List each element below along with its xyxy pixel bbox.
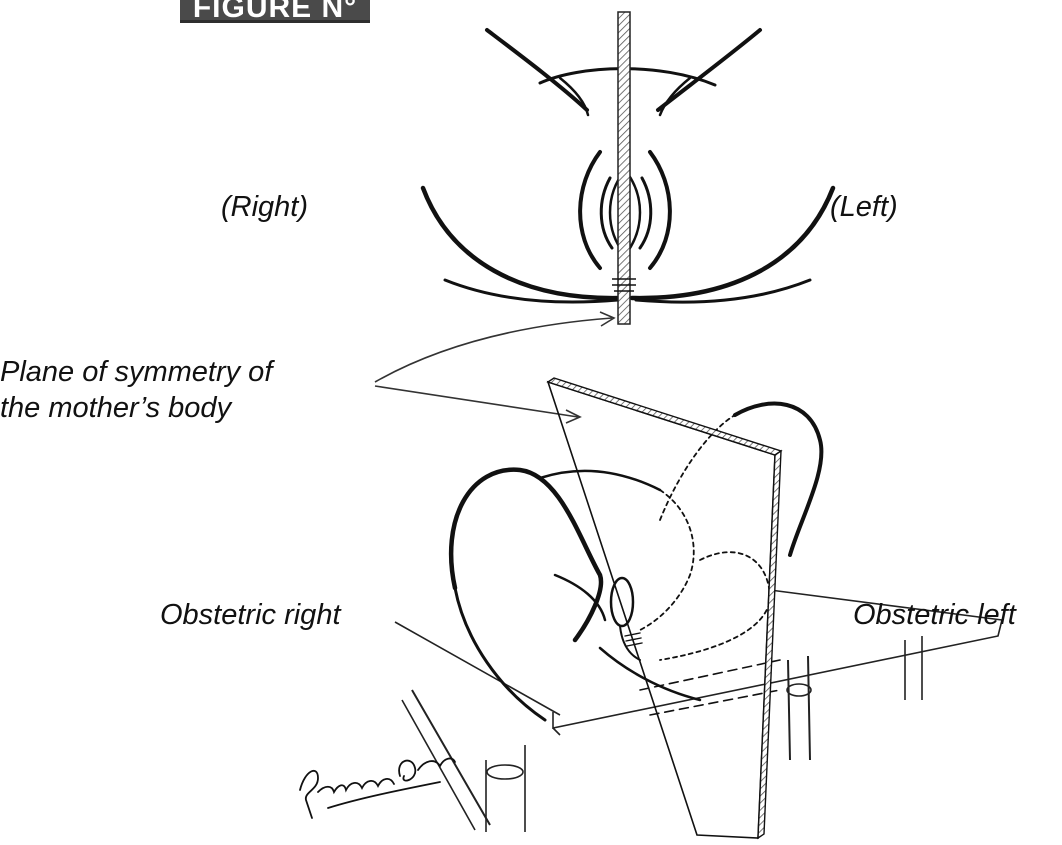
plane-front-face bbox=[548, 382, 775, 838]
table-leg-cup-left bbox=[487, 765, 523, 779]
table-leg-back bbox=[905, 636, 922, 700]
table-leg-pot-left bbox=[486, 745, 525, 832]
table-leg-front-left bbox=[412, 690, 490, 825]
sagittal-plane-panel bbox=[548, 378, 781, 838]
label-left: (Left) bbox=[830, 189, 898, 225]
outer-labium-right bbox=[650, 152, 670, 268]
inner-labium-right bbox=[640, 178, 651, 248]
outer-labium-left bbox=[580, 152, 600, 268]
raised-thigh-contour bbox=[451, 470, 601, 640]
table-leg-front-right bbox=[788, 656, 810, 760]
label-plane-of-symmetry: Plane of symmetry of the mother’s body bbox=[0, 354, 272, 427]
raised-thigh-inner bbox=[455, 588, 545, 720]
author-signature bbox=[300, 759, 455, 818]
table-top-left bbox=[395, 622, 560, 715]
label-plane-line-2: the mother’s body bbox=[0, 390, 272, 426]
label-right: (Right) bbox=[221, 189, 308, 225]
arrow-to-top-plane bbox=[375, 318, 612, 382]
label-obstetric-left: Obstetric left bbox=[853, 597, 1016, 633]
symmetry-plane-strip bbox=[618, 12, 630, 324]
right-thigh-crease bbox=[658, 30, 760, 110]
table-leg-foot-right bbox=[787, 684, 811, 696]
table-underside bbox=[553, 728, 560, 735]
label-plane-line-1: Plane of symmetry of bbox=[0, 354, 272, 390]
left-thigh-crease bbox=[487, 30, 587, 110]
label-obstetric-right: Obstetric right bbox=[160, 597, 341, 633]
arrow-to-side-plane bbox=[375, 386, 578, 417]
table-front-edge bbox=[553, 620, 1002, 728]
